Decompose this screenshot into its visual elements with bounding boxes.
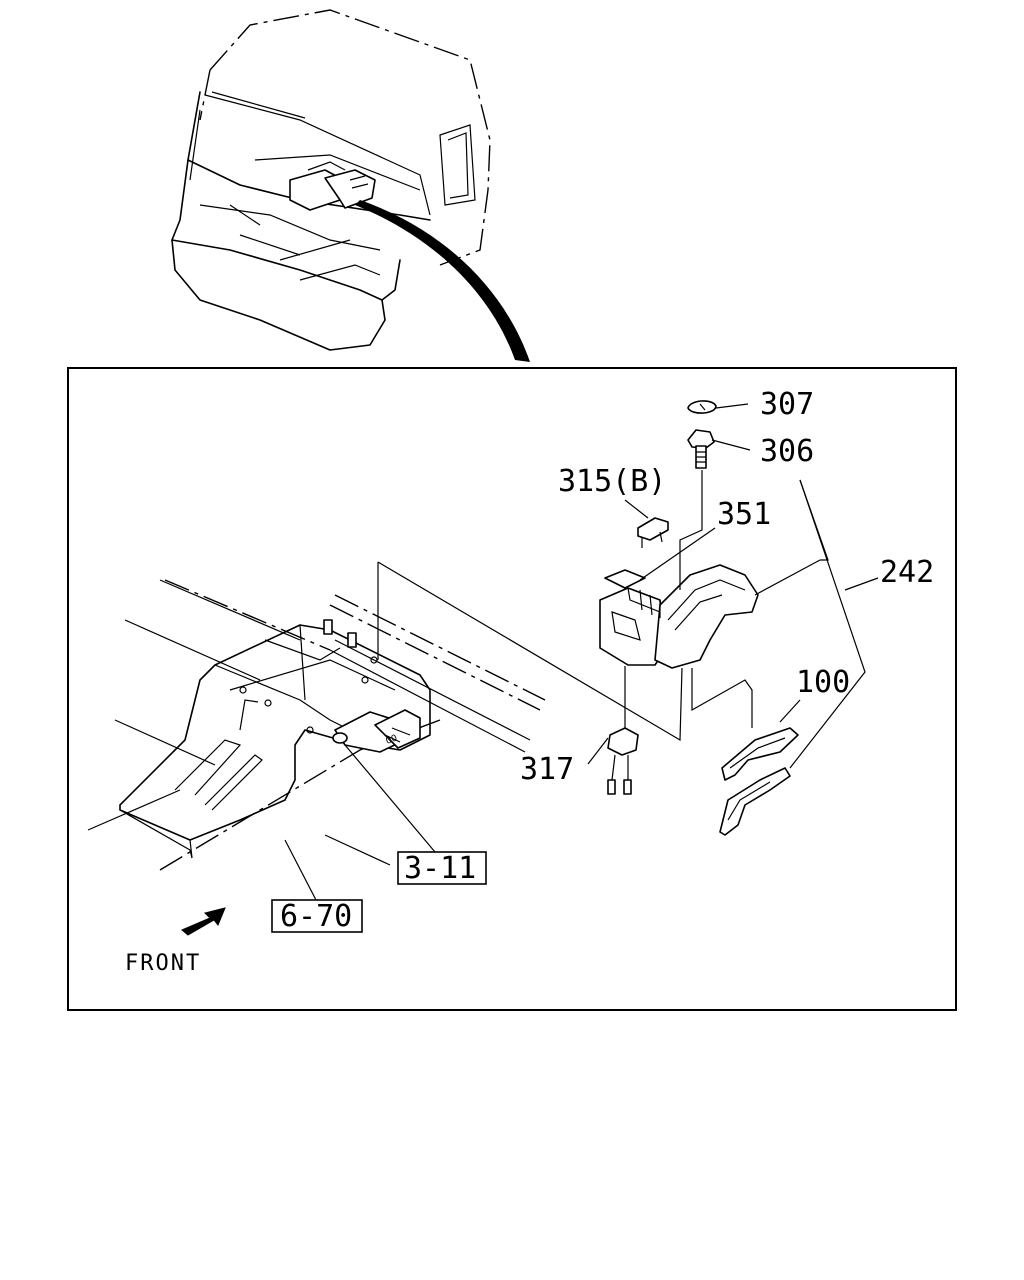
callout-100: 100	[796, 665, 850, 700]
detail-frame	[67, 367, 957, 1011]
ref-3-11: 3-11	[404, 851, 476, 886]
cab-overview-illustration	[171, 9, 530, 362]
ref-box-3-11	[397, 851, 487, 885]
part-100-trim-upper	[721, 727, 799, 781]
svg-text:00: 00	[385, 733, 399, 746]
callout-351: 351	[717, 497, 771, 532]
callout-242: 242	[880, 555, 934, 590]
front-label: FRONT	[125, 951, 201, 976]
part-351-lid	[604, 569, 646, 589]
leader-lines	[284, 403, 879, 901]
ref-box-6-70	[271, 899, 363, 933]
zoom-pointer-swoosh	[355, 200, 530, 362]
part-317-switch	[607, 727, 639, 756]
floor-panel-illustration: 00	[87, 579, 546, 871]
part-315b-clip	[637, 517, 669, 541]
part-100-trim-lower	[719, 767, 791, 836]
part-306-screw	[687, 429, 715, 449]
exploded-parts	[599, 400, 799, 836]
callout-317: 317	[520, 752, 574, 787]
ref-6-70: 6-70	[280, 899, 352, 934]
callout-307: 307	[760, 387, 814, 422]
front-arrow-icon	[181, 907, 226, 936]
callout-315b: 315(B)	[558, 464, 666, 499]
callout-306: 306	[760, 434, 814, 469]
